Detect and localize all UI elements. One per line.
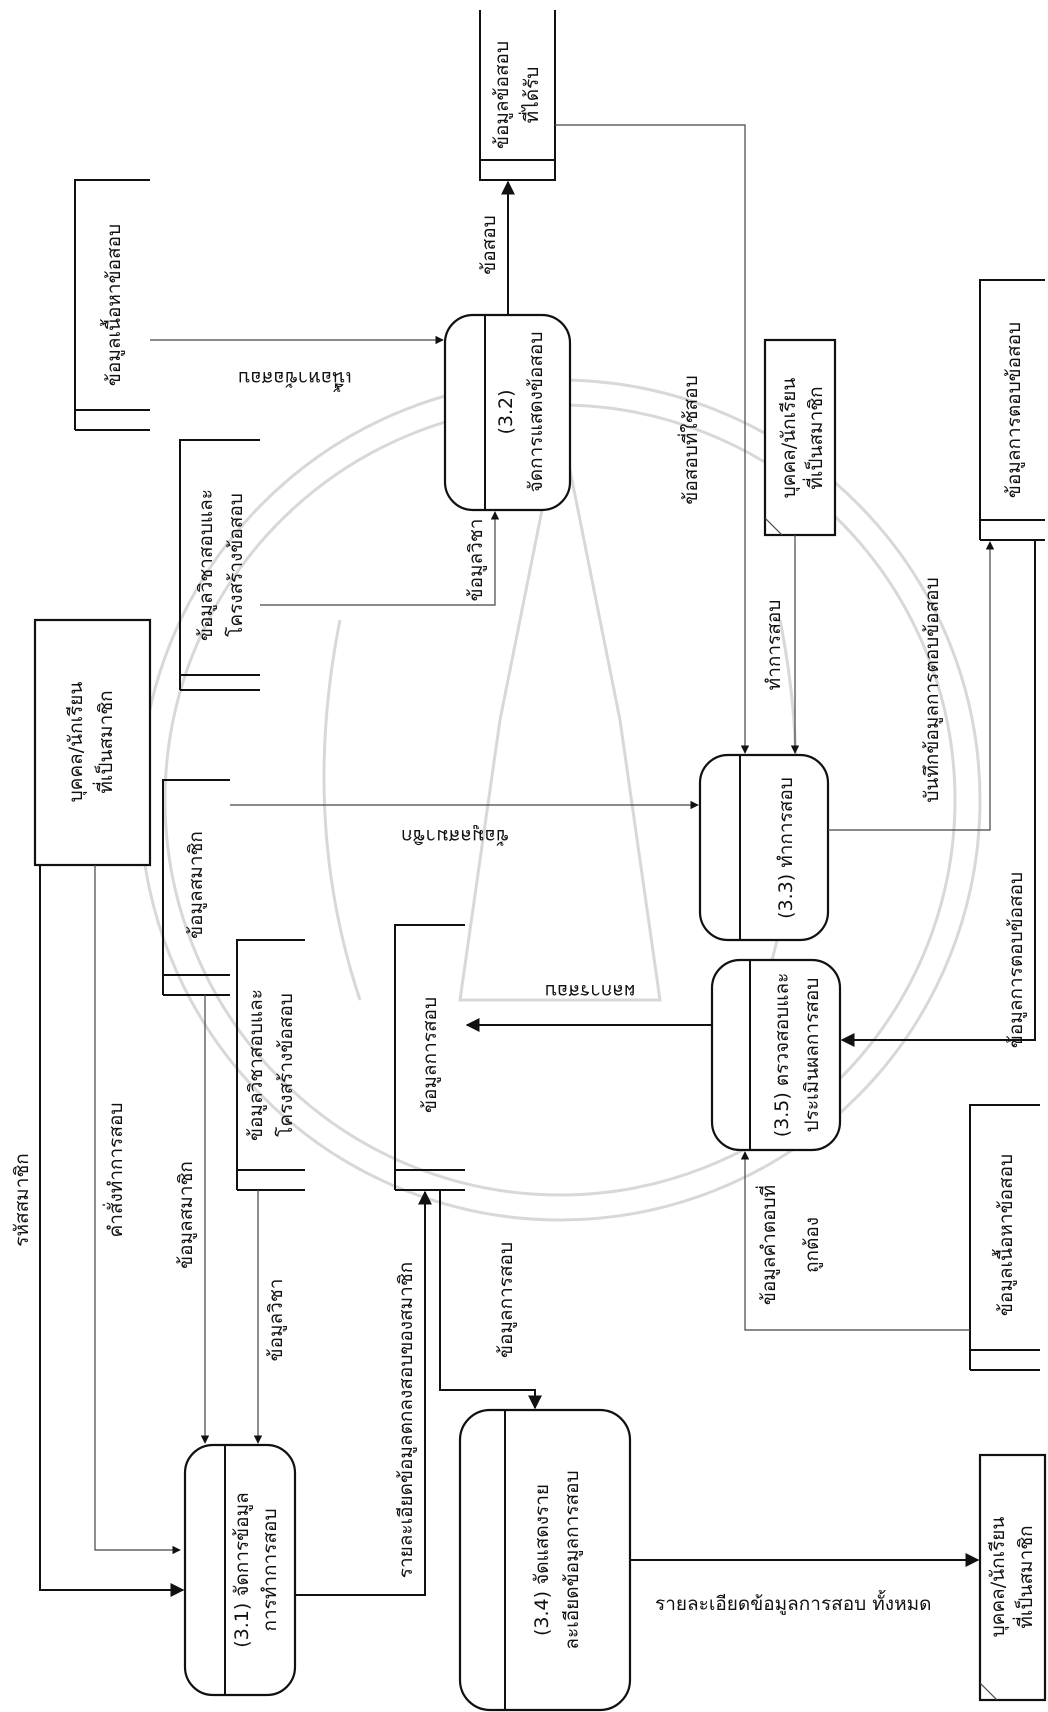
process-3-3: (3.3) ทำการสอบ — [698, 753, 830, 942]
flow-used-questions: ข้อสอบที่ใช้สอบ — [555, 124, 750, 754]
flow-questions-label: ข้อสอบ — [478, 215, 500, 274]
process-3-4-line1: (3.4) จัดแสดงราย — [531, 1484, 553, 1636]
flow-subject: ข้อมูลวิชา — [260, 511, 500, 606]
store-member: ข้อมูลสมาชิก — [162, 779, 230, 996]
process-3-2: (3.2) จัดการแสดงข้อสอบ — [443, 313, 572, 512]
store-subject-top: ข้อมูลวิชาสอบและ โครงสร้างข้อสอบ — [179, 439, 260, 691]
flow-correct-answer-line2: ถูกต้อง — [801, 1217, 823, 1273]
flow-correct-answer-line1: ข้อมูลคำตอบที่ — [755, 1185, 780, 1305]
flow-used-questions-label: ข้อสอบที่ใช้สอบ — [677, 375, 702, 504]
entity-user-mid-line2: ที่เป็นสมาชิก — [802, 386, 827, 489]
store-member-label: ข้อมูลสมาชิก — [185, 831, 207, 939]
store-subject-mid: ข้อมูลวิชาสอบและ โครงสร้างข้อสอบ — [236, 939, 305, 1191]
process-3-4-line2: ละเอียดข้อมูลการสอบ — [561, 1470, 583, 1649]
process-3-1-line1: (3.1) จัดการข้อมูล — [231, 1492, 253, 1648]
entity-user-mid: บุคคล/นักเรียน ที่เป็นสมาชิก — [763, 338, 837, 537]
store-subject-mid-line1: ข้อมูลวิชาสอบและ — [245, 989, 267, 1141]
flow-subject-info-label: ข้อมูลวิชา — [265, 1279, 287, 1362]
process-3-2-line1: (3.2) — [495, 389, 517, 434]
flow-record-answers: บันทึกข้อมูลการตอบข้อสอบ — [828, 541, 995, 831]
flow-take-exam-label: ทำการสอบ — [763, 600, 785, 691]
store-received-line2: ที่ได้รับ — [518, 67, 543, 124]
flow-exam-command-label: คำสั่งทำการสอบ — [102, 1103, 127, 1238]
store-exam-label: ข้อมูลการสอบ — [419, 997, 441, 1113]
entity-user-top: บุคคล/นักเรียน ที่เป็นสมาชิก — [33, 618, 152, 867]
process-3-3-line1: (3.3) ทำการสอบ — [775, 777, 797, 919]
flow-member-code-label: รหัสสมาชิก — [11, 1153, 33, 1247]
flow-subject-label: ข้อมูลวิชา — [465, 519, 487, 602]
store-answer: ข้อมูลการตอบข้อสอบ — [979, 279, 1045, 541]
flow-subject-info: ข้อมูลวิชา — [253, 1190, 287, 1444]
store-exam: ข้อมูลการสอบ — [394, 924, 465, 1191]
flow-content: เนื้อหาข้อสอบ — [150, 335, 444, 392]
store-subject-top-line1: ข้อมูลวิชาสอบและ — [195, 489, 217, 641]
flow-questions: ข้อสอบ — [478, 180, 515, 315]
entity-user-bottom-line1: บุคคล/นักเรียน — [987, 1517, 1010, 1638]
flow-take-exam: ทำการสอบ — [763, 535, 800, 754]
flow-exam-command: คำสั่งทำการสอบ — [94, 865, 181, 1555]
flow-correct-answer: ข้อมูลคำตอบที่ ถูกต้อง — [740, 1151, 970, 1331]
flow-answer: ข้อมูลการตอบข้อสอบ — [840, 540, 1036, 1048]
flow-all-exam-detail: รายละเอียดข้อมูลการสอบ ทั้งหมด — [630, 1553, 980, 1615]
flow-exam-reg-detail-label: รายละเอียดข้อมูลตกลงสอบของสมาชิก — [395, 1262, 417, 1579]
flow-member-label: ข้อมูลสมาชิก — [401, 825, 509, 847]
process-3-5-line1: (3.5) ตรวจสอบและ — [771, 973, 793, 1138]
entity-user-top-line1: บุคคล/นักเรียน — [65, 682, 88, 803]
flow-all-exam-detail-label: รายละเอียดข้อมูลการสอบ ทั้งหมด — [655, 1590, 931, 1615]
store-content-top: ข้อมูลเนื้อหาข้อสอบ — [74, 179, 150, 431]
store-received-questions: ข้อมูลข้อสอบ ที่ได้รับ — [479, 10, 556, 181]
flow-member: ข้อมูลสมาชิก — [230, 800, 699, 847]
store-received-line1: ข้อมูลข้อสอบ — [491, 41, 513, 149]
store-content-top-label: ข้อมูลเนื้อหาข้อสอบ — [100, 224, 125, 386]
flow-answer-label: ข้อมูลการตอบข้อสอบ — [1005, 872, 1027, 1048]
entity-user-top-line2: ที่เป็นสมาชิก — [92, 690, 117, 793]
process-3-5: (3.5) ตรวจสอบและ ประเมินผลการสอบ — [710, 958, 842, 1152]
flow-exam-result-label: ผลการสอบ — [545, 980, 635, 1002]
entity-user-bottom-line2: ที่เป็นสมาชิก — [1012, 1525, 1037, 1628]
process-3-4: (3.4) จัดแสดงราย ละเอียดข้อมูลการสอบ — [458, 1408, 632, 1712]
store-content-bottom: ข้อมูลเนื้อหาข้อสอบ — [969, 1104, 1040, 1371]
entity-user-mid-line1: บุคคล/นักเรียน — [778, 378, 801, 499]
store-content-bottom-label: ข้อมูลเนื้อหาข้อสอบ — [992, 1154, 1017, 1316]
flow-member-code: รหัสสมาชิก — [11, 865, 185, 1597]
flow-member-info-label: ข้อมูลสมาชิก — [175, 1161, 197, 1269]
store-subject-mid-line2: โครงสร้างข้อสอบ — [274, 993, 297, 1137]
flow-member-info: ข้อมูลสมาชิก — [175, 995, 210, 1444]
entity-user-bottom: บุคคล/นักเรียน ที่เป็นสมาชิก — [978, 1453, 1047, 1702]
process-3-5-line2: ประเมินผลการสอบ — [801, 978, 823, 1133]
store-subject-top-line2: โครงสร้างข้อสอบ — [224, 493, 247, 637]
store-answer-label: ข้อมูลการตอบข้อสอบ — [1003, 322, 1025, 498]
flow-exam-result: ผลการสอบ — [465, 980, 712, 1032]
process-3-1-line2: การทำการสอบ — [259, 1508, 281, 1631]
flow-exam-info-label: ข้อมูลการสอบ — [495, 1242, 517, 1358]
process-3-2-line2: จัดการแสดงข้อสอบ — [525, 332, 547, 493]
flow-exam-reg-detail: รายละเอียดข้อมูลตกลงสอบของสมาชิก — [295, 1190, 432, 1596]
flow-record-answers-label: บันทึกข้อมูลการตอบข้อสอบ — [921, 577, 943, 802]
flow-content-label: เนื้อหาข้อสอบ — [238, 367, 352, 392]
flow-exam-info: ข้อมูลการสอบ — [439, 1190, 542, 1410]
process-3-1: (3.1) จัดการข้อมูล การทำการสอบ — [183, 1443, 297, 1697]
